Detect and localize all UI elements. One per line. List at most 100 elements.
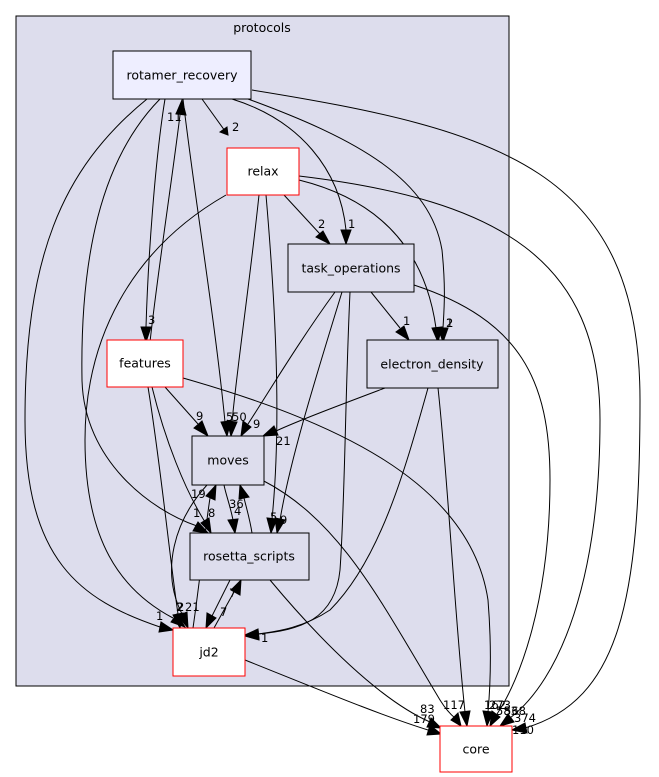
arrowhead [218, 126, 229, 136]
edge-relax-moves[interactable] [231, 194, 260, 423]
edge-label: 2 [446, 316, 453, 330]
arrowhead [450, 712, 462, 728]
arrowhead [158, 621, 175, 633]
edge-label: 1 [348, 217, 355, 231]
edge-features-core[interactable] [182, 377, 491, 713]
arrowhead [177, 611, 189, 630]
node-label: electron_density [380, 357, 484, 372]
arrowhead [261, 425, 279, 437]
edge-ed-moves[interactable] [275, 387, 386, 432]
edge-ed-core[interactable] [437, 387, 466, 713]
edge-relax-rs[interactable] [265, 194, 278, 520]
edge-rr-task[interactable] [231, 98, 347, 231]
node-label: features [119, 356, 171, 371]
edge-task-moves[interactable] [247, 291, 336, 425]
edge-jd2-rs[interactable] [213, 591, 235, 629]
node-box [226, 147, 300, 196]
edge-label: 1 [261, 631, 268, 645]
edge-label: 1 [156, 609, 163, 623]
arrowhead [431, 326, 443, 344]
node-moves[interactable]: moves [191, 435, 265, 486]
arrowhead [395, 325, 410, 342]
node-box [191, 435, 265, 486]
node-features[interactable]: features [106, 339, 184, 388]
edge-rs-jd2[interactable] [211, 579, 231, 617]
node-label: task_operations [301, 261, 400, 276]
node-jd2[interactable]: jd2 [172, 627, 246, 677]
edge-label: 1 [403, 314, 410, 328]
arrowhead [315, 230, 332, 246]
edge-label: 21 [276, 434, 291, 448]
node-electron-density[interactable]: electron_density [366, 339, 499, 389]
edge-relax-task[interactable] [283, 194, 321, 235]
edge-label: 2 [177, 600, 184, 614]
edge-relax-core[interactable] [298, 175, 601, 719]
node-rosetta-scripts[interactable]: rosetta_scripts [189, 532, 310, 581]
node-relax[interactable]: relax [226, 147, 300, 196]
edge-rs-core[interactable] [269, 579, 431, 723]
edge-label: 7 [229, 586, 236, 600]
edge-label: 568 [504, 704, 526, 718]
edge-task-ed[interactable] [370, 291, 401, 329]
arrowhead [205, 483, 217, 501]
edge-relax-ed[interactable] [298, 179, 437, 329]
edge-label: 1 [193, 506, 200, 520]
edge-label: 179 [413, 712, 435, 726]
edge-label: 9 [253, 417, 260, 431]
arrowhead [230, 578, 242, 596]
edge-rr-core[interactable] [251, 89, 641, 729]
arrowhead [482, 710, 494, 728]
edge-rr-relax[interactable] [201, 98, 226, 132]
edge-label: 36 [229, 497, 244, 511]
edge-jd2-core[interactable] [244, 659, 429, 731]
arrowhead [205, 612, 217, 630]
node-label: moves [207, 453, 248, 468]
edge-label: 83 [420, 702, 435, 716]
edge-label: 3 [148, 313, 155, 327]
edge-rr-features[interactable] [145, 98, 166, 328]
node-label: core [462, 742, 489, 757]
node-box [106, 339, 184, 388]
edge-label: 4 [234, 504, 241, 518]
edge-rr-jd2[interactable] [24, 98, 161, 628]
edge-label: 11 [167, 110, 182, 124]
node-label: rotamer_recovery [126, 68, 238, 83]
arrowhead [510, 722, 528, 734]
edge-features-rr[interactable] [149, 114, 181, 343]
edge-label: 21 [185, 600, 200, 614]
node-box [439, 725, 513, 773]
arrowhead [226, 420, 238, 438]
edge-label: 2 [318, 217, 325, 231]
arrowhead [192, 521, 210, 534]
arrowhead [266, 517, 278, 535]
edge-moves-rs[interactable] [223, 484, 234, 521]
node-box [172, 627, 246, 677]
edge-rr-rs[interactable] [81, 98, 198, 527]
edge-label: 117 [443, 698, 465, 712]
edge-task-core[interactable] [413, 284, 551, 715]
node-rotamer-recovery[interactable]: rotamer_recovery [112, 50, 252, 100]
edge-rs-moves[interactable] [243, 497, 253, 534]
arrowhead [459, 710, 471, 728]
arrowhead [243, 629, 260, 641]
edge-label: 583 [496, 704, 518, 718]
edge-moves-core[interactable] [261, 479, 456, 719]
cluster-title: protocols [233, 20, 291, 35]
edge-task-rs[interactable] [279, 291, 343, 521]
edge-moves-jd2[interactable] [171, 484, 208, 615]
edge-rr-moves[interactable] [182, 98, 226, 423]
edge-ed-jd2[interactable] [257, 387, 429, 635]
edge-features-moves[interactable] [164, 386, 199, 425]
edge-relax-jd2[interactable] [84, 194, 227, 619]
node-core[interactable]: core [439, 725, 513, 773]
arrowhead [140, 326, 152, 344]
arrowhead [227, 518, 239, 535]
edge-features-rs[interactable] [151, 386, 206, 523]
edge-label: 5 [226, 410, 233, 424]
edge-rr-ed[interactable] [247, 98, 445, 329]
edge-task-jd2[interactable] [257, 291, 351, 635]
node-task-operations[interactable]: task_operations [287, 243, 415, 293]
edge-features-jd2[interactable] [147, 386, 179, 615]
edge-label: 9 [280, 513, 287, 527]
